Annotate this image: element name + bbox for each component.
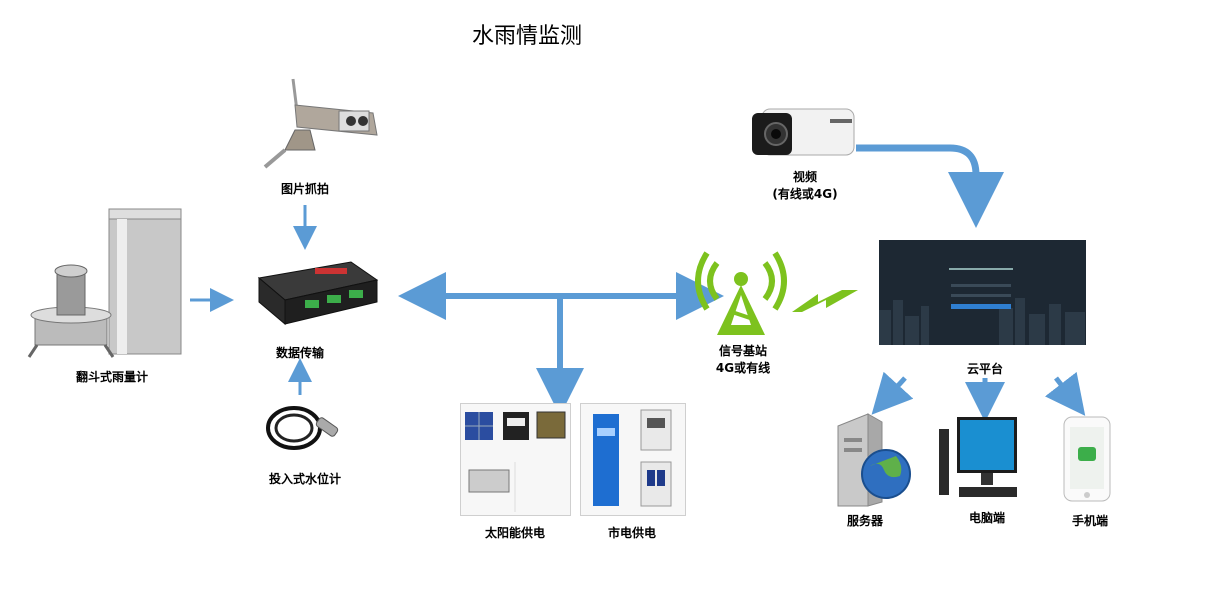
camera-capture-image <box>255 75 390 175</box>
video-camera-image <box>748 105 858 167</box>
cloud-platform-screenshot <box>879 240 1086 345</box>
base-station-sublabel: 4G或有线 <box>715 361 771 375</box>
arrow-cloud-to-mobile <box>1044 371 1086 416</box>
solar-power-image <box>460 403 571 516</box>
video-sublabel: (有线或4G) <box>772 187 838 201</box>
pc-image <box>935 415 1020 503</box>
mains-power-label: 市电供电 <box>607 526 656 540</box>
water-level-label: 投入式水位计 <box>268 472 341 486</box>
data-transmission-image <box>255 258 380 328</box>
pc-label: 电脑端 <box>968 511 1005 525</box>
server-image <box>832 410 912 510</box>
camera-capture-label: 图片抓拍 <box>280 182 329 196</box>
data-transmission-label: 数据传输 <box>275 346 324 360</box>
mobile-image <box>1062 415 1112 503</box>
base-station-label: 信号基站 <box>718 344 767 358</box>
rain-gauge-label: 翻斗式雨量计 <box>75 370 148 384</box>
water-level-image <box>262 400 342 460</box>
video-label: 视频 <box>792 170 817 184</box>
cloud-platform-label: 云平台 <box>966 362 1003 376</box>
solar-power-label: 太阳能供电 <box>484 526 545 540</box>
server-label: 服务器 <box>846 514 883 528</box>
arrow-cloud-to-server <box>871 371 914 415</box>
wireless-bolt-icon <box>792 290 858 312</box>
base-station-image <box>695 245 790 340</box>
arrow-video-to-cloud <box>856 144 1004 228</box>
diagram-title: 水雨情监测 <box>472 24 583 49</box>
mobile-label: 手机端 <box>1071 514 1108 528</box>
rain-gauge-image <box>25 205 195 365</box>
mains-power-image <box>580 403 686 516</box>
